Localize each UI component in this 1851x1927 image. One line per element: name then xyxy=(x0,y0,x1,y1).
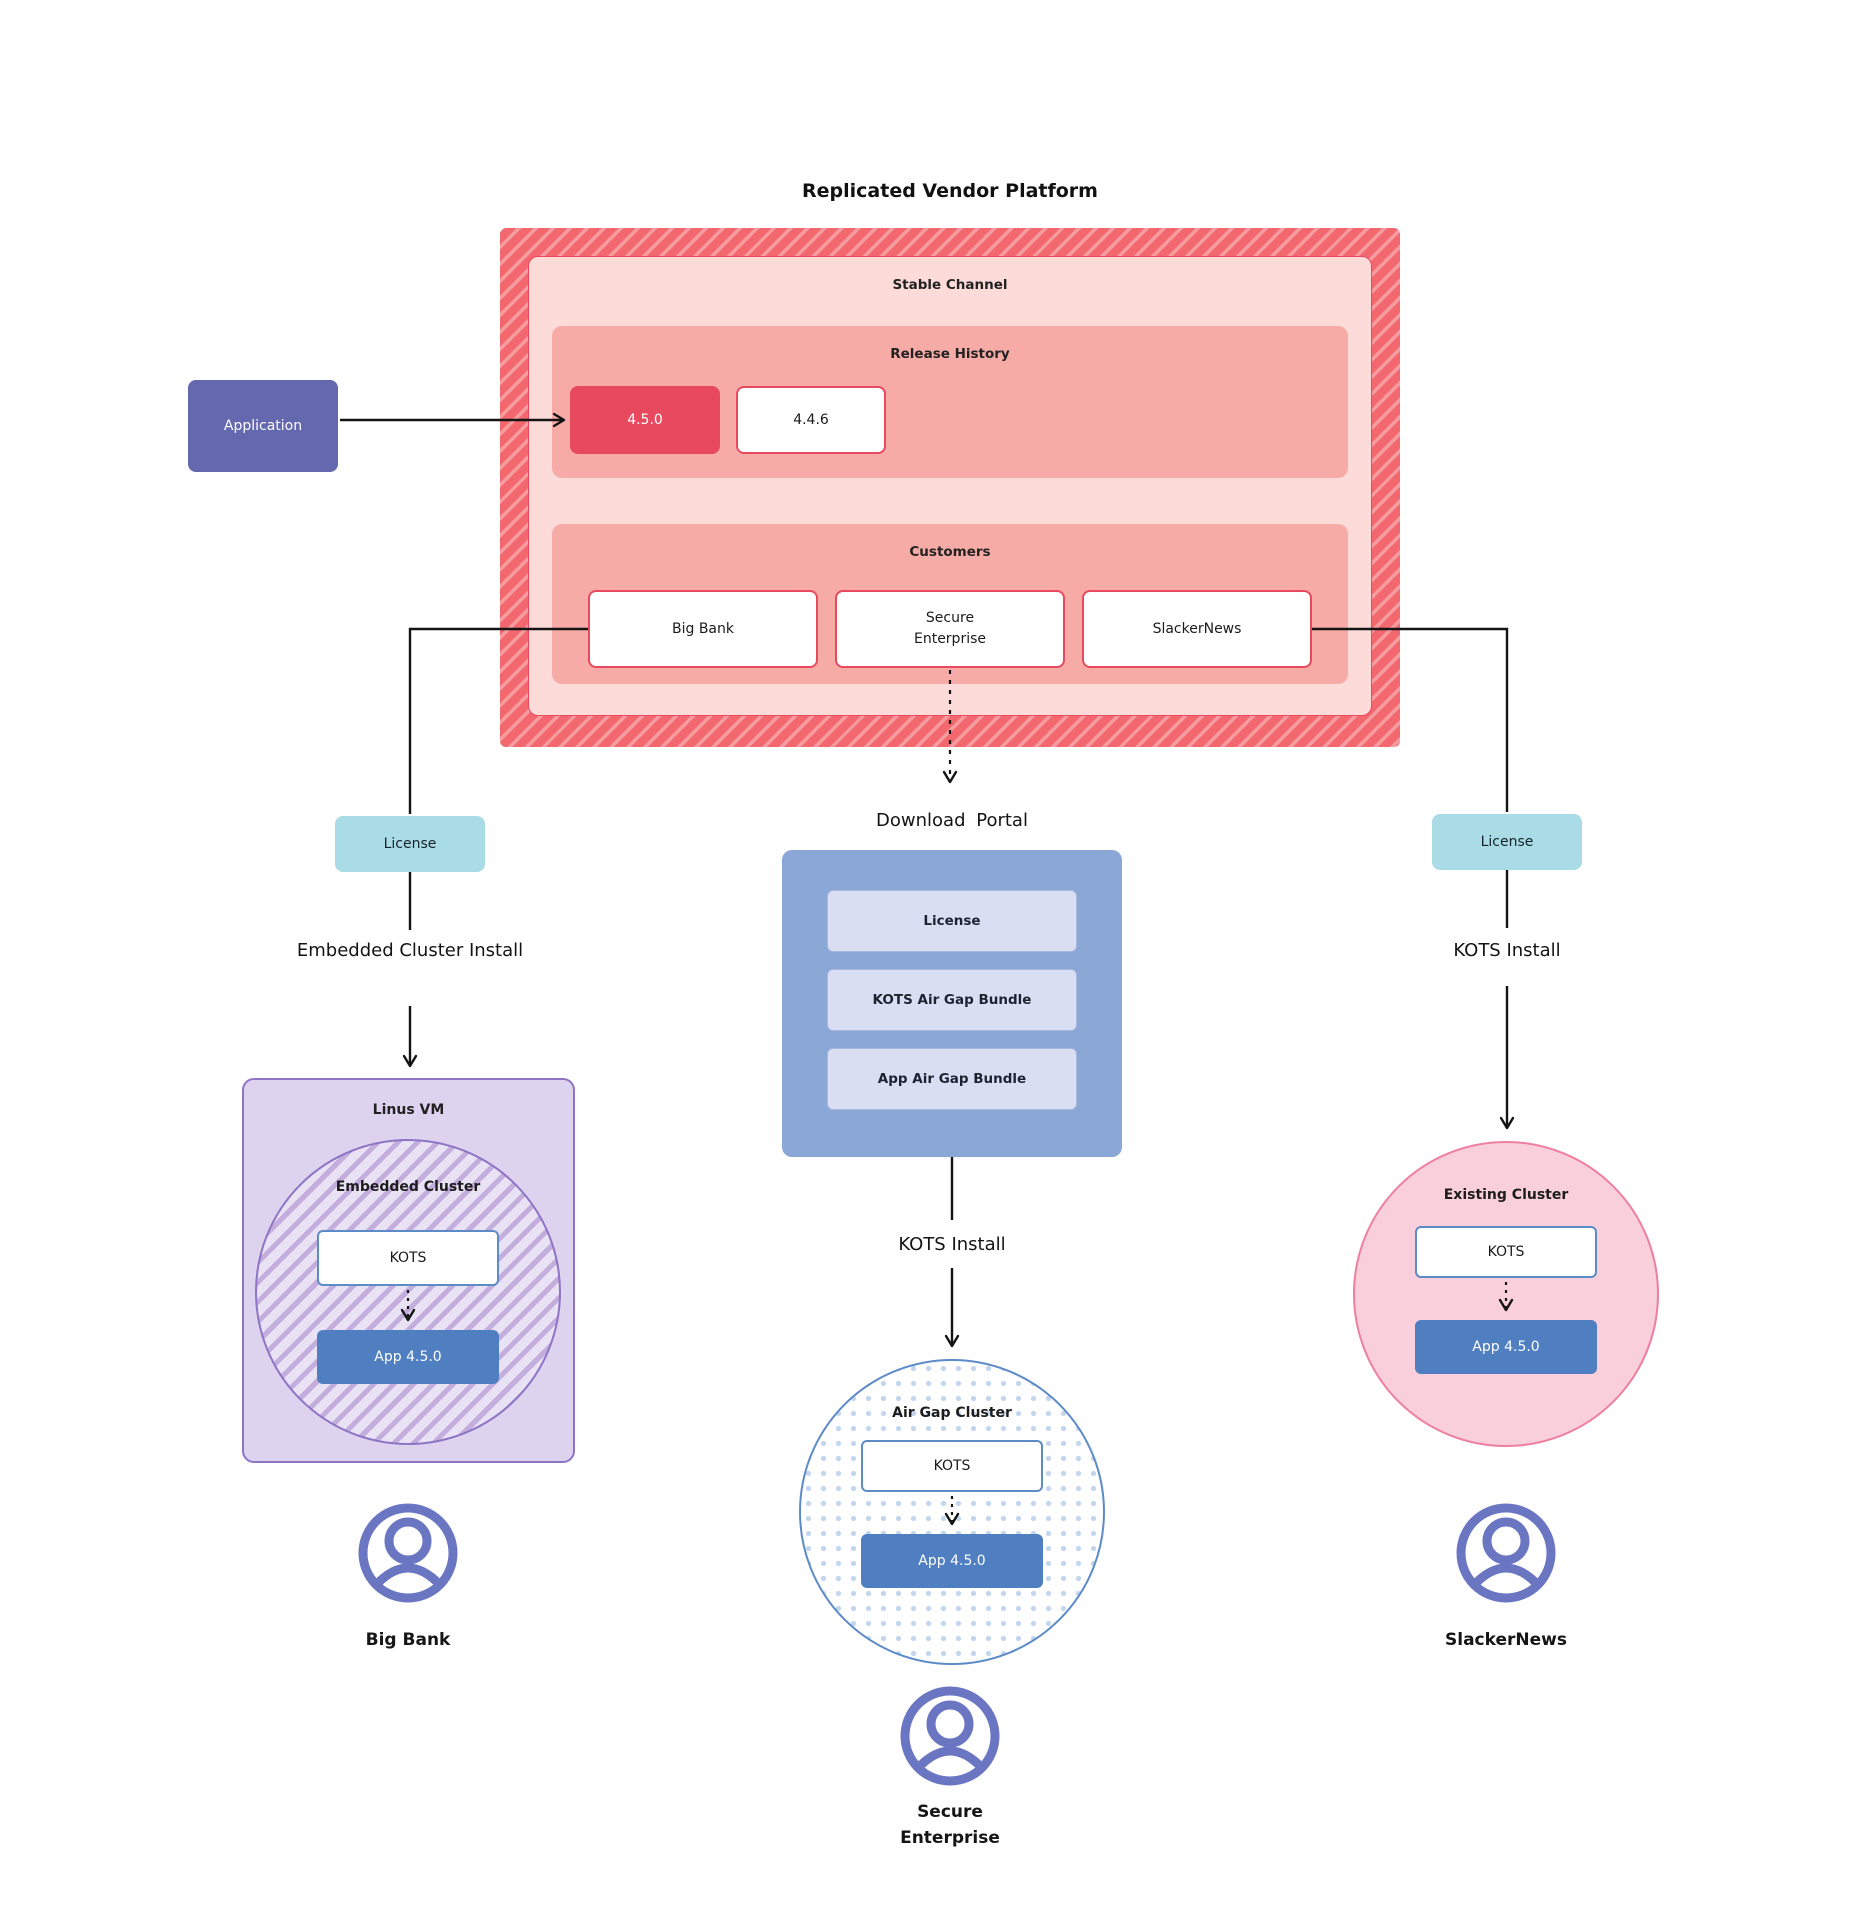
customer-big-bank-box: Big Bank xyxy=(588,590,818,668)
person-icon xyxy=(1456,1503,1556,1603)
person-icon xyxy=(358,1503,458,1603)
persona-slackernews-label: SlackerNews xyxy=(1445,1630,1567,1650)
kots-install-label-right: KOTS Install xyxy=(1453,940,1561,961)
app-450-box-middle: App 4.5.0 xyxy=(861,1534,1043,1588)
customer-secure-enterprise-text: Secure Enterprise xyxy=(913,610,987,647)
release-450-box: 4.5.0 xyxy=(570,386,720,454)
kots-box-middle: KOTS xyxy=(861,1440,1043,1492)
customer-secure-enterprise-box: Secure Enterprise xyxy=(835,590,1065,668)
bundle-kots-airgap-box: KOTS Air Gap Bundle xyxy=(827,969,1077,1031)
bundle-app-airgap-box: App Air Gap Bundle xyxy=(827,1048,1077,1110)
application-box: Application xyxy=(188,380,338,472)
persona-big-bank-label: Big Bank xyxy=(365,1630,451,1650)
app-450-box-left: App 4.5.0 xyxy=(317,1330,499,1384)
customers-label: Customers xyxy=(909,544,991,560)
stable-channel-label: Stable Channel xyxy=(892,277,1008,293)
release-history-label: Release History xyxy=(890,346,1010,362)
download-portal-label: Download Portal xyxy=(876,810,1028,831)
customer-slackernews-box: SlackerNews xyxy=(1082,590,1312,668)
embedded-cluster-circle: Embedded Cluster xyxy=(255,1139,561,1445)
kots-install-label-middle: KOTS Install xyxy=(898,1234,1006,1255)
kots-box-right: KOTS xyxy=(1415,1226,1597,1278)
air-gap-cluster-label: Air Gap Cluster xyxy=(892,1405,1012,1421)
diagram-title: Replicated Vendor Platform xyxy=(802,180,1098,202)
embedded-cluster-install-label: Embedded Cluster Install xyxy=(296,940,524,961)
bundle-license-box: License xyxy=(827,890,1077,952)
license-box-right: License xyxy=(1432,814,1582,870)
linux-vm-label: Linus VM xyxy=(372,1102,445,1118)
app-450-box-right: App 4.5.0 xyxy=(1415,1320,1597,1374)
release-446-box: 4.4.6 xyxy=(736,386,886,454)
existing-cluster-label: Existing Cluster xyxy=(1443,1187,1569,1203)
embedded-cluster-label: Embedded Cluster xyxy=(335,1179,481,1195)
license-box-left: License xyxy=(335,816,485,872)
person-icon xyxy=(900,1686,1000,1786)
air-gap-cluster-circle: Air Gap Cluster xyxy=(799,1359,1105,1665)
kots-box-left: KOTS xyxy=(317,1230,499,1286)
persona-secure-enterprise-label: Secure Enterprise xyxy=(900,1802,1000,1848)
existing-cluster-circle: Existing Cluster xyxy=(1353,1141,1659,1447)
